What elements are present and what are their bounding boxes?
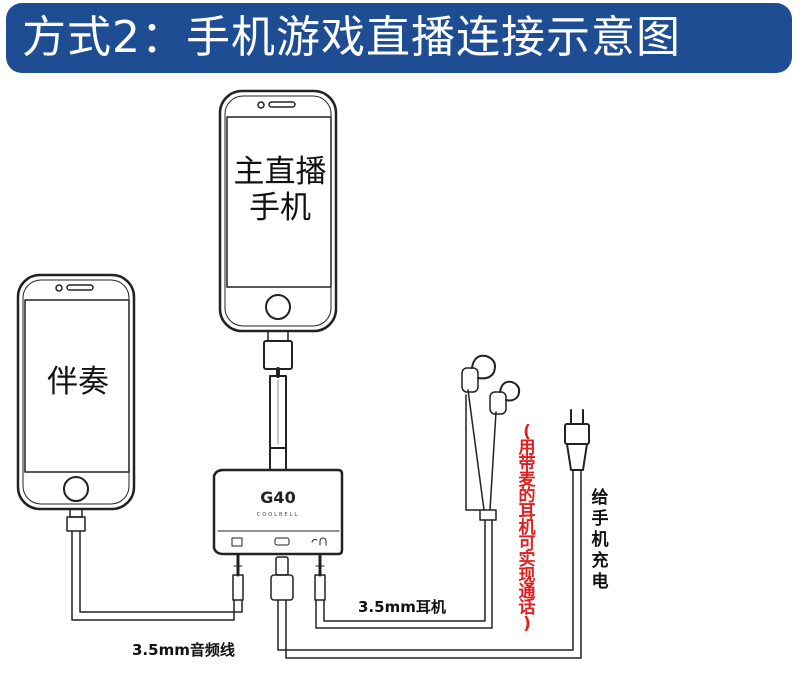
earphone-cable xyxy=(314,519,493,629)
earphone-label: 3.5mm耳机 xyxy=(358,598,446,616)
headphone-port-icon xyxy=(319,537,327,546)
audio-in-port-icon xyxy=(231,537,243,547)
audio-cable xyxy=(66,508,244,621)
page-title: 方式2：手机游戏直播连接示意图 xyxy=(22,12,681,63)
note-char: 实 xyxy=(519,549,536,570)
charge-label-char: 机 xyxy=(592,529,609,550)
note-char: 现 xyxy=(519,566,536,586)
note-char: 机 xyxy=(519,517,536,538)
phone-port-icon xyxy=(311,538,318,543)
note-char: 麦 xyxy=(519,469,537,490)
adapter-sub-brand: COOLBELL xyxy=(257,512,299,518)
lightning-cable xyxy=(263,330,293,471)
accompaniment-phone-label: 伴奏 xyxy=(47,364,109,400)
charger-cable xyxy=(270,409,590,659)
note-char: ) xyxy=(523,614,531,634)
title-banner: 方式2：手机游戏直播连接示意图 xyxy=(6,3,792,73)
main-phone-label-line2: 手机 xyxy=(249,190,311,226)
adapter-brand: G40 xyxy=(260,488,295,507)
note-char: 可 xyxy=(519,534,536,554)
main-phone-label-line1: 主直播 xyxy=(234,154,327,190)
earphones xyxy=(461,354,521,521)
adapter-box xyxy=(212,468,344,556)
charge-port-icon xyxy=(274,537,290,546)
note-char: 话 xyxy=(519,597,536,618)
note-char: 用 xyxy=(519,438,536,458)
charge-label-char: 电 xyxy=(592,571,609,592)
note-char: 通 xyxy=(519,582,536,602)
note-char: 耳 xyxy=(519,502,536,522)
main-phone xyxy=(218,89,338,333)
charge-label-char: 给 xyxy=(592,487,609,508)
note-char: 的 xyxy=(519,485,536,506)
note-char: ( xyxy=(523,422,531,442)
note-char: 带 xyxy=(519,453,536,474)
charge-label-char: 充 xyxy=(592,550,609,571)
audio-cable-label: 3.5mm音频线 xyxy=(132,641,235,659)
charge-label-char: 手 xyxy=(592,508,609,529)
